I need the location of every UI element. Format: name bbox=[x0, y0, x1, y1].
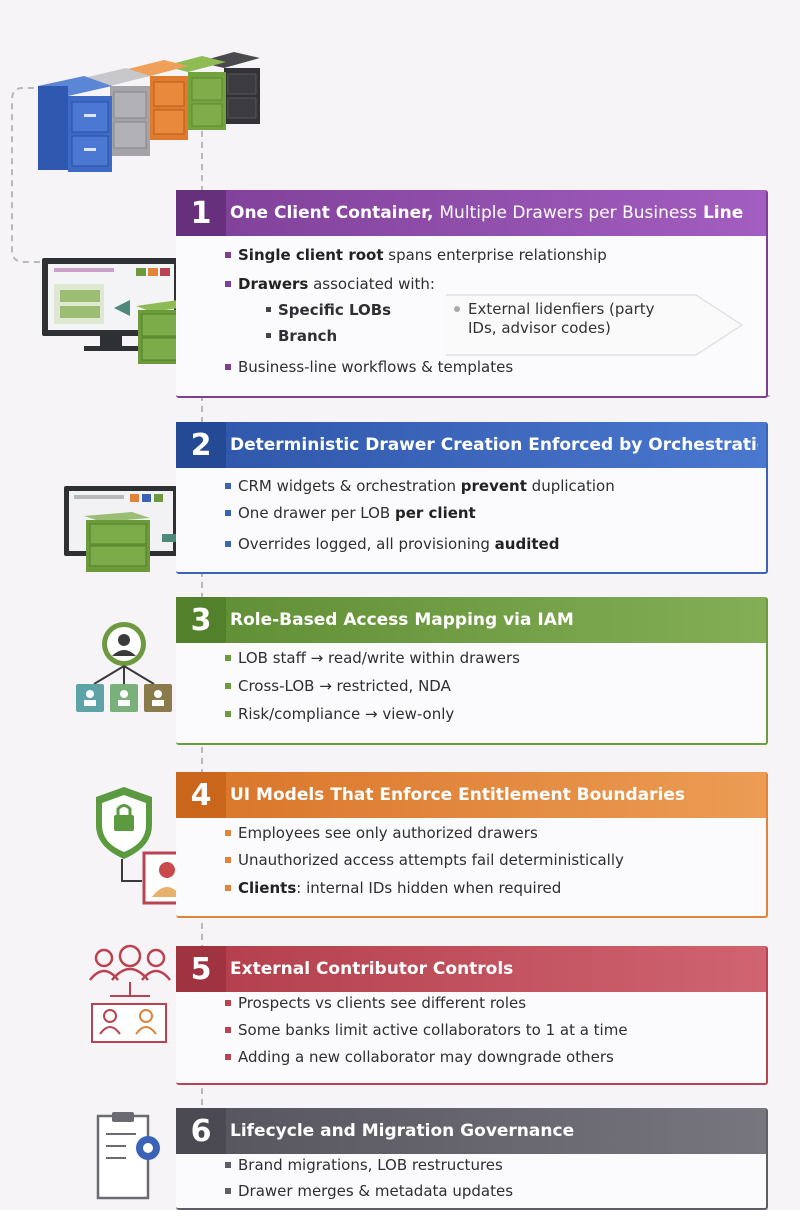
section-3-number: 3 bbox=[176, 597, 226, 643]
section-4-header: 4 UI Models That Enforce Entitlement Bou… bbox=[176, 772, 766, 818]
bullet-bold: prevent bbox=[460, 477, 527, 495]
bullet-text: duplication bbox=[526, 477, 615, 495]
section-3-title: Role-Based Access Mapping via IAM bbox=[230, 610, 574, 630]
section-1-subitem: Specific LOBs bbox=[265, 301, 392, 319]
bullet-text: Employees see only authorized drawers bbox=[238, 824, 538, 842]
section-3-card: 3 Role-Based Access Mapping via IAM LOB … bbox=[176, 597, 768, 745]
section-1-bullet: Drawers associated with: bbox=[225, 275, 435, 293]
section-1-subitem: Branch bbox=[265, 327, 338, 345]
bullet-text: Unauthorized access attempts fail determ… bbox=[238, 851, 624, 869]
section-1-body: Single client root spans enterprise rela… bbox=[176, 236, 766, 396]
section-2-title: Deterministic Drawer Creation Enforced b… bbox=[230, 435, 758, 455]
section-3-body: LOB staff → read/write within drawers Cr… bbox=[176, 643, 766, 743]
section-2-bullet: CRM widgets & orchestration prevent dupl… bbox=[225, 477, 615, 495]
section-1-card: 1 One Client Container, Multiple Drawers… bbox=[176, 190, 768, 398]
section-1-title-bold: One Client Container, bbox=[230, 203, 434, 223]
collaborators-icon bbox=[89, 944, 171, 1043]
section-6-bullet: Drawer merges & metadata updates bbox=[224, 1182, 514, 1200]
section-5-bullet: Some banks limit active collaborators to… bbox=[225, 1021, 628, 1039]
filing-cabinets-icon bbox=[38, 52, 260, 172]
section-6-card: 6 Lifecycle and Migration Governance Bra… bbox=[176, 1108, 768, 1210]
section-6-bullet: Brand migrations, LOB restructures bbox=[225, 1156, 503, 1174]
section-3-bullet: Risk/compliance → view-only bbox=[224, 705, 455, 723]
section-5-card: 5 External Contributor Controls Prospect… bbox=[176, 946, 768, 1085]
section-4-card: 4 UI Models That Enforce Entitlement Bou… bbox=[176, 772, 768, 918]
section-5-bullet: Prospects vs clients see different roles bbox=[224, 994, 527, 1012]
section-2-bullet: One drawer per LOB per client bbox=[225, 504, 476, 522]
bullet-text: : internal IDs hidden when required bbox=[296, 879, 562, 897]
section-6-title: Lifecycle and Migration Governance bbox=[230, 1121, 575, 1141]
section-3-bullet: Cross-LOB → restricted, NDA bbox=[225, 677, 451, 695]
bullet-bold: Clients bbox=[238, 879, 297, 897]
section-2-bullet: Overrides logged, all provisioning audit… bbox=[224, 535, 560, 553]
section-4-body: Employees see only authorized drawers Un… bbox=[176, 818, 766, 916]
section-4-bullet: Clients: internal IDs hidden when requir… bbox=[224, 879, 562, 897]
section-2-card: 2 Deterministic Drawer Creation Enforced… bbox=[176, 422, 768, 574]
bullet-bold: audited bbox=[494, 535, 560, 553]
section-5-body: Prospects vs clients see different roles… bbox=[176, 992, 766, 1083]
section-4-bullet: Employees see only authorized drawers bbox=[225, 824, 538, 842]
section-5-header: 5 External Contributor Controls bbox=[176, 946, 766, 992]
section-4-number: 4 bbox=[176, 772, 226, 818]
section-5-title: External Contributor Controls bbox=[230, 959, 514, 979]
bullet-text: spans enterprise relationship bbox=[383, 246, 607, 264]
role-hierarchy-icon bbox=[76, 622, 172, 712]
bullet-bold: per client bbox=[395, 504, 476, 522]
section-1-title: One Client Container, Multiple Drawers p… bbox=[230, 190, 758, 236]
external-ids-arrow-shape bbox=[446, 294, 744, 356]
section-1-title-end: Line bbox=[702, 203, 744, 223]
section-2-header: 2 Deterministic Drawer Creation Enforced… bbox=[176, 422, 766, 468]
section-6-body: Brand migrations, LOB restructures Drawe… bbox=[176, 1154, 766, 1208]
monitor-create-drawer-icon bbox=[64, 486, 184, 572]
section-2-body: CRM widgets & orchestration prevent dupl… bbox=[176, 468, 766, 572]
section-2-number: 2 bbox=[176, 422, 226, 468]
clipboard-gear-icon bbox=[96, 1112, 160, 1200]
bullet-text: One drawer per LOB bbox=[238, 504, 395, 522]
section-1-title-light: Multiple Drawers per Business bbox=[439, 203, 698, 223]
section-6-number: 6 bbox=[176, 1108, 226, 1154]
section-3-bullet: LOB staff → read/write within drawers bbox=[225, 649, 520, 667]
external-dot bbox=[454, 306, 460, 312]
section-4-bullet: Unauthorized access attempts fail determ… bbox=[225, 851, 624, 869]
bullet-bold: Drawers bbox=[238, 275, 309, 293]
bullet-bold: Single client root bbox=[238, 246, 384, 264]
bullet-text: associated with: bbox=[308, 275, 435, 293]
section-5-bullet: Adding a new collaborator may downgrade … bbox=[225, 1048, 614, 1066]
bullet-text: CRM widgets & orchestration bbox=[238, 477, 461, 495]
section-4-title: UI Models That Enforce Entitlement Bound… bbox=[230, 785, 686, 805]
external-text: External lidenfiers (party IDs, advisor … bbox=[468, 300, 655, 337]
section-1-header: 1 One Client Container, Multiple Drawers… bbox=[176, 190, 766, 236]
section-1-bullet: Single client root spans enterprise rela… bbox=[225, 246, 607, 264]
section-6-header: 6 Lifecycle and Migration Governance bbox=[176, 1108, 766, 1154]
section-1-external: External lidenfiers (party IDs, advisor … bbox=[454, 300, 678, 338]
section-3-header: 3 Role-Based Access Mapping via IAM bbox=[176, 597, 766, 643]
section-5-number: 5 bbox=[176, 946, 226, 992]
section-1-number: 1 bbox=[176, 190, 226, 236]
bullet-text: Overrides logged, all provisioning bbox=[238, 535, 495, 553]
section-1-bullet: Business-line workflows & templates bbox=[224, 358, 514, 376]
